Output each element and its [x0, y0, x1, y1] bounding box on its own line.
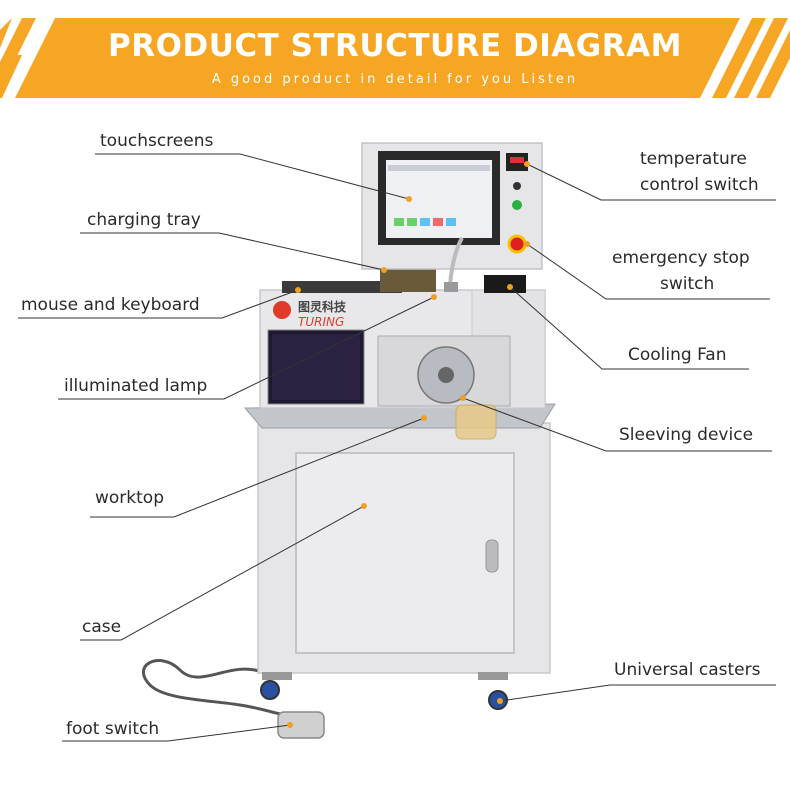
banner-stripe — [712, 18, 766, 98]
cabinet-door — [295, 452, 515, 654]
leader-temperature — [526, 163, 776, 201]
leader-foot-switch — [62, 724, 291, 742]
marker-dot — [524, 161, 530, 167]
label-illuminated-lamp: illuminated lamp — [64, 376, 208, 396]
leader-cooling-fan — [509, 286, 749, 370]
marker-dot — [524, 241, 530, 247]
label-touchscreens: touchscreens — [100, 131, 214, 151]
marker-dot — [295, 287, 301, 293]
start-button — [512, 200, 522, 210]
leader-sleeving — [462, 397, 772, 452]
marker-dot — [497, 698, 503, 704]
label-sleeving-device: Sleeving device — [619, 425, 754, 445]
label-cooling-fan: Cooling Fan — [628, 345, 727, 365]
marker-dot — [361, 503, 367, 509]
leader-worktop — [90, 417, 425, 518]
lamp-arm — [448, 237, 464, 286]
marker-dot — [460, 395, 466, 401]
leader-emergency — [526, 243, 770, 300]
header-banner — [0, 18, 790, 98]
marker-dot — [507, 284, 513, 290]
label-temperature-line2: control switch — [640, 175, 759, 195]
page-subtitle: A good product in detail for you Listen — [211, 72, 579, 87]
label-foot-switch: foot switch — [66, 719, 160, 739]
label-worktop: worktop — [95, 488, 164, 508]
page-title: PRODUCT STRUCTURE DIAGRAM — [108, 28, 682, 64]
marker-dot — [406, 196, 412, 202]
banner-stripe — [756, 30, 790, 98]
leader-casters — [499, 684, 776, 702]
banner-ribbon — [15, 18, 740, 98]
label-emergency-line1: emergency stop — [612, 248, 750, 268]
label-mouse-keyboard: mouse and keyboard — [21, 295, 200, 315]
leader-case — [80, 505, 365, 641]
brand-logo-icon — [273, 301, 291, 319]
keyboard-tray — [282, 281, 402, 293]
sleeve-tube — [455, 404, 497, 440]
marker-dot — [381, 267, 387, 273]
marker-dot — [421, 415, 427, 421]
leader-illuminated-lamp — [58, 296, 435, 400]
caster-wheel-left — [260, 680, 280, 700]
leader-charging-tray — [80, 232, 385, 271]
leader-touchscreens — [95, 153, 410, 200]
marker-dot — [287, 722, 293, 728]
label-universal-casters: Universal casters — [614, 660, 761, 680]
banner-stripe — [0, 55, 22, 98]
foot-switch-pedal — [277, 711, 325, 739]
label-emergency-line2: switch — [660, 274, 715, 294]
cooling-fan-body — [484, 275, 526, 293]
foot-switch-cable — [142, 659, 286, 717]
marker-dot — [431, 294, 437, 300]
label-temperature-line1: temperature — [640, 149, 747, 169]
brand-name: TURING — [298, 315, 344, 329]
door-handle — [485, 539, 499, 573]
label-case: case — [82, 617, 122, 637]
brand-chinese: 图灵科技 — [298, 299, 347, 314]
banner-stripe — [0, 18, 12, 48]
banner-stripe — [734, 18, 788, 98]
leader-mouse-keyboard — [18, 289, 299, 319]
label-charging-tray: charging tray — [87, 210, 201, 230]
